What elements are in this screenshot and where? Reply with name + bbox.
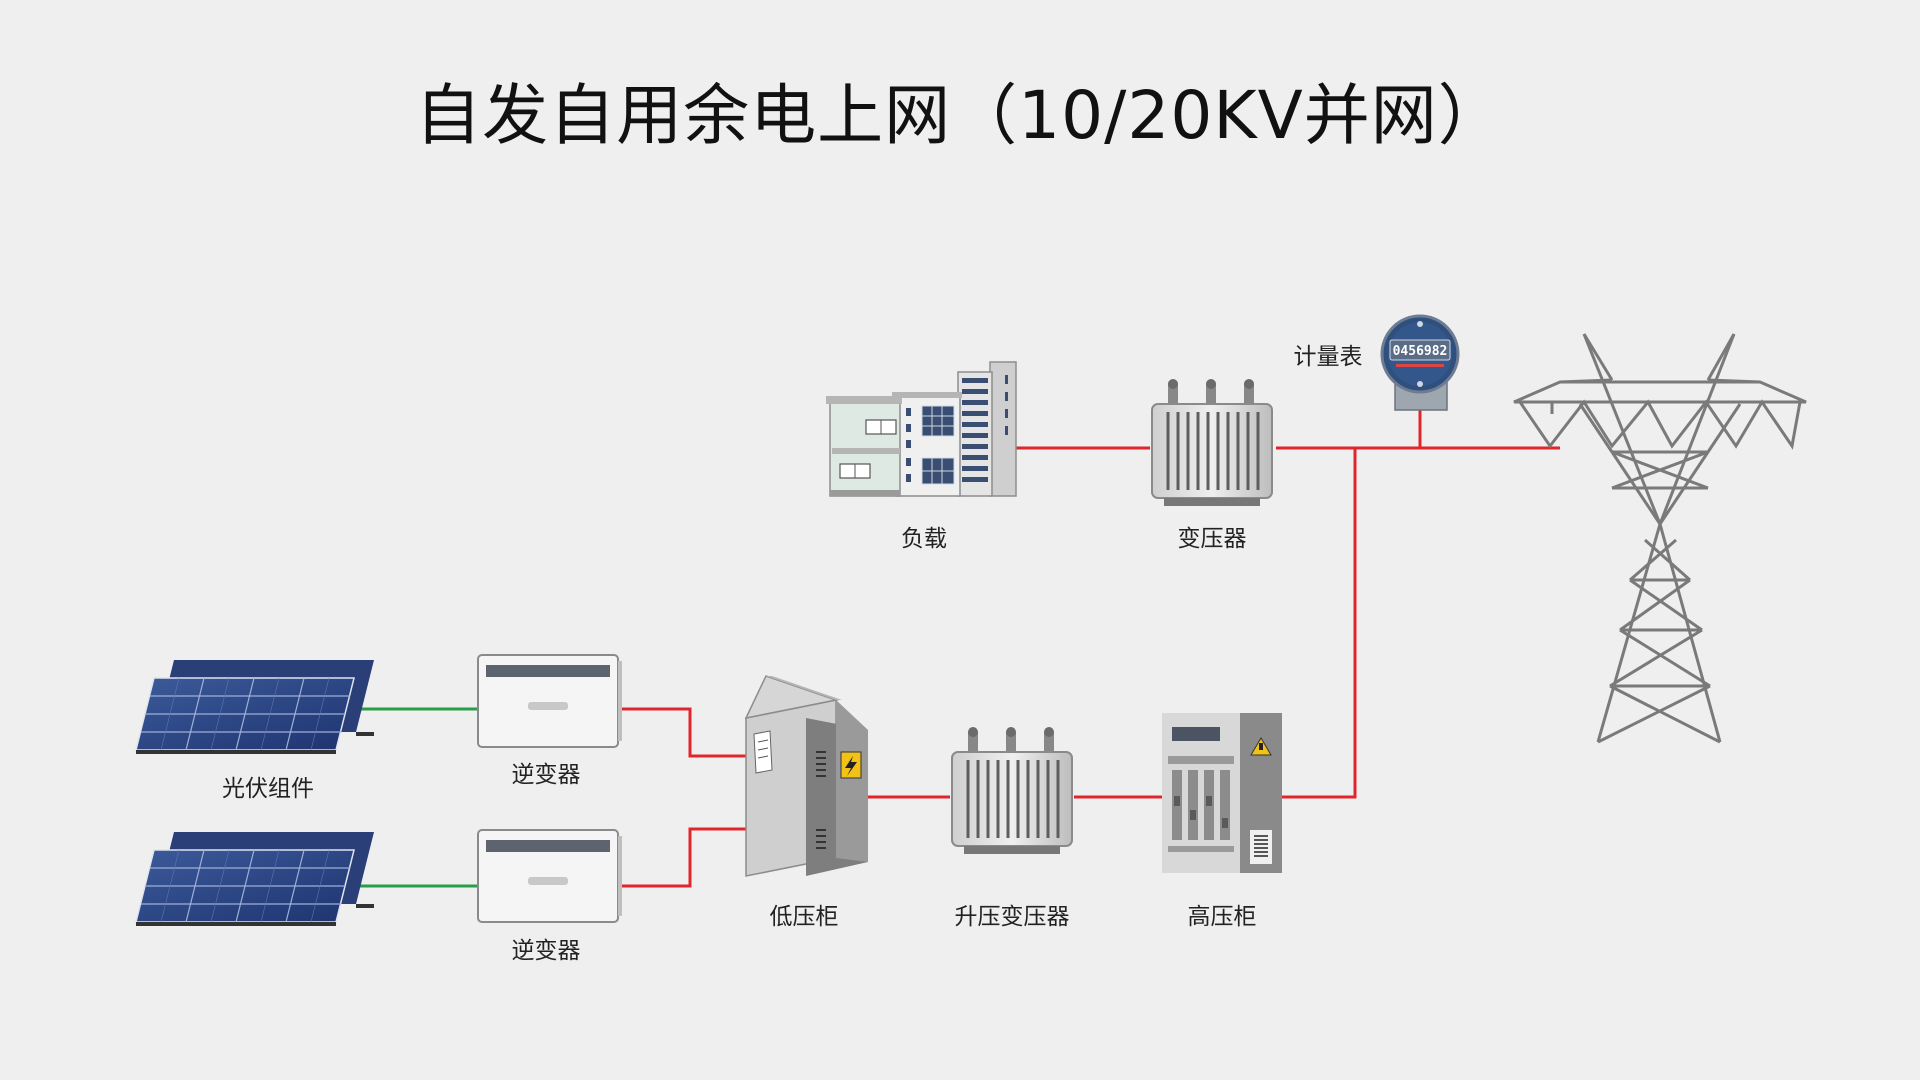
label-transformer: 变压器 — [1178, 526, 1247, 552]
label-low-voltage-cabinet: 低压柜 — [770, 904, 839, 930]
ac-cables — [622, 410, 1560, 888]
dc-cables — [360, 707, 478, 888]
label-inverter-bottom: 逆变器 — [512, 938, 581, 964]
energy-meter: 0456982 — [1380, 314, 1460, 411]
ac-cable-hv-to-bus — [1282, 448, 1357, 799]
step-up-transformer — [950, 725, 1074, 856]
label-high-voltage-cabinet: 高压柜 — [1188, 904, 1257, 930]
transmission-tower-icon — [1513, 333, 1807, 744]
ac-cable-inverter-top — [622, 707, 748, 758]
inverter-bottom — [477, 829, 623, 923]
ac-cable-inverter-bottom — [622, 827, 748, 888]
pv-array-top — [135, 659, 375, 755]
low-voltage-cabinet — [744, 675, 868, 877]
label-inverter-top: 逆变器 — [512, 762, 581, 788]
label-step-up-transformer: 升压变压器 — [955, 904, 1070, 930]
load-buildings — [826, 361, 1017, 497]
meter-reading: 0456982 — [1393, 344, 1448, 359]
page-title: 自发自用余电上网（10/20KV并网） — [415, 77, 1505, 154]
inverter-top — [477, 654, 623, 748]
high-voltage-cabinet — [1162, 713, 1282, 873]
label-meter: 计量表 — [1294, 344, 1363, 370]
pv-array-bottom — [135, 831, 375, 927]
label-pv-modules: 光伏组件 — [222, 776, 314, 802]
transformer — [1150, 377, 1274, 508]
label-load: 负载 — [901, 526, 947, 552]
